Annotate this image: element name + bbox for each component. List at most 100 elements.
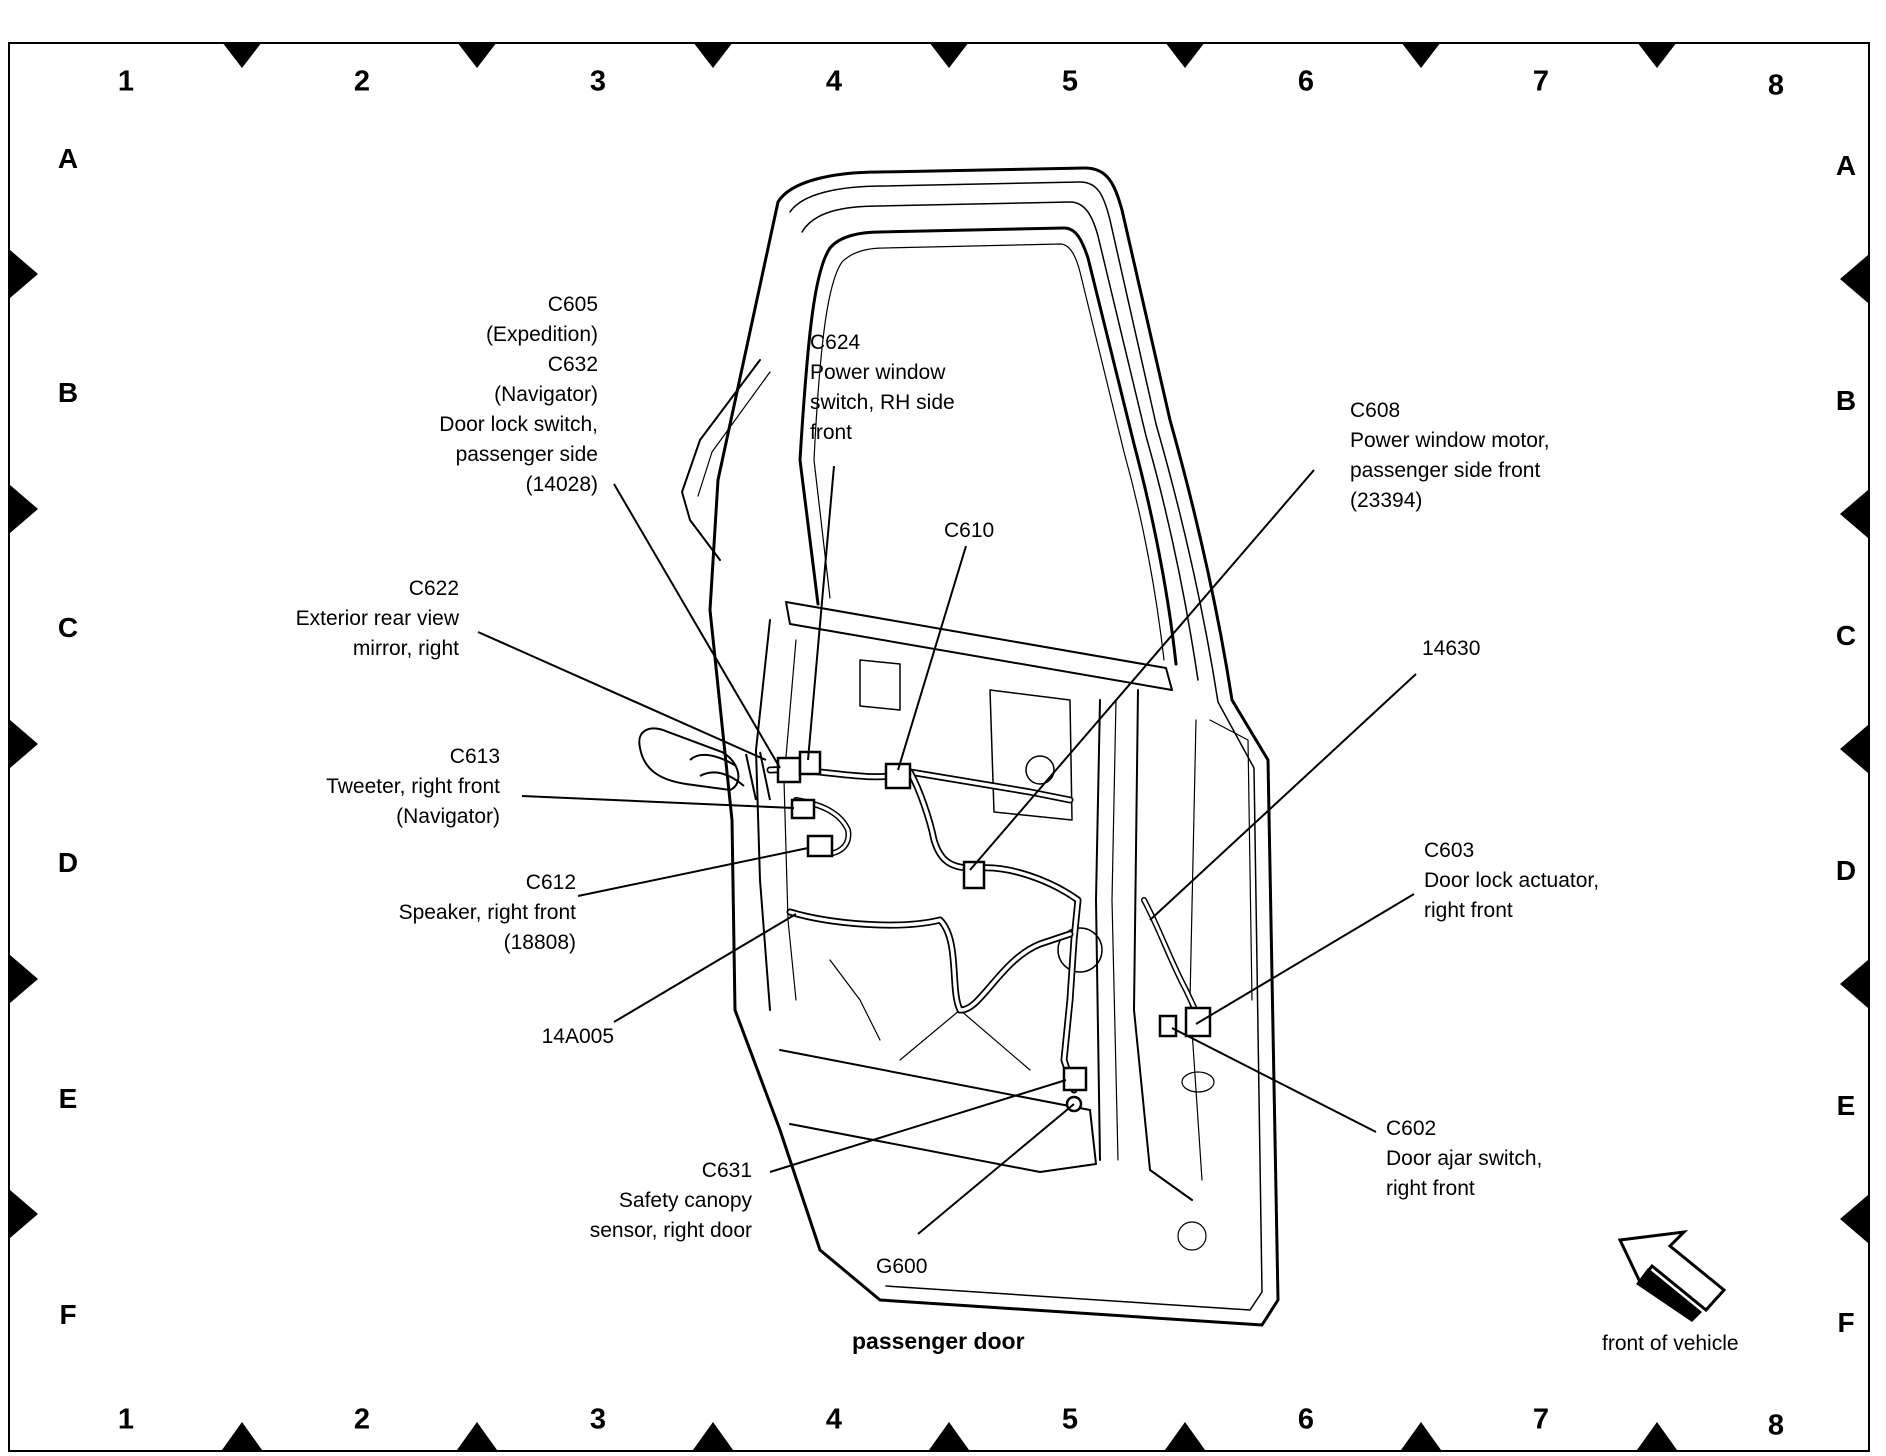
zone-marker-right-4	[1840, 960, 1868, 1008]
speaker-cutout	[1057, 927, 1103, 973]
zone-marker-top-4	[929, 42, 969, 68]
callout-c602-desc-1: Door ajar switch,	[1386, 1147, 1543, 1170]
zone-marker-bottom-5	[1165, 1422, 1205, 1450]
connector-c624	[798, 750, 822, 776]
zone-marker-top-6	[1401, 42, 1441, 68]
callout-c613-desc-1: Tweeter, right front	[326, 775, 500, 798]
callout-c605: C605 (Expedition) C632 (Navigator) Door …	[439, 290, 598, 500]
connector-c608	[962, 860, 986, 890]
latch-panel-inner	[1189, 719, 1203, 1181]
callout-c602: C602 Door ajar switch, right front	[1386, 1114, 1542, 1204]
drain-hole	[1177, 1221, 1207, 1251]
access-hole-upper	[859, 659, 901, 711]
connectors	[776, 750, 1212, 1113]
callout-c610: C610	[944, 516, 994, 546]
callout-c610-id: C610	[944, 519, 995, 542]
callout-c631-desc-2: sensor, right door	[589, 1219, 752, 1242]
door-outer-edge-inner	[789, 181, 1263, 1311]
callout-g600-id: G600	[876, 1255, 928, 1278]
callout-c603: C603 Door lock actuator, right front	[1424, 836, 1599, 926]
leader-c631	[769, 1079, 1067, 1173]
grid-row-b: B	[57, 377, 79, 408]
mirror-housing	[638, 727, 740, 792]
callout-14a005-id: 14A005	[541, 1025, 614, 1048]
callout-c622-id: C622	[408, 577, 459, 600]
connector-c613	[790, 798, 816, 820]
connector-c612	[806, 834, 834, 858]
lower-stamping-2	[829, 959, 881, 1041]
callout-c613-model: (Navigator)	[396, 805, 500, 828]
lower-stamping	[899, 1009, 1031, 1071]
harness-motor-branch	[906, 768, 1082, 1094]
grid-row-f: F	[59, 1299, 77, 1330]
grid-col-5-bottom: 5	[1061, 1403, 1079, 1436]
callout-14630-id: 14630	[1422, 637, 1481, 660]
grid-row-b-right: B	[1835, 385, 1857, 416]
zone-marker-left-2	[10, 485, 38, 533]
leader-c612	[577, 847, 809, 897]
hinge-pillar-line	[783, 639, 797, 1001]
leader-c602	[1171, 1027, 1377, 1133]
grid-col-4: 4	[825, 65, 843, 98]
grid-col-8-bottom: 8	[1767, 1409, 1785, 1442]
callout-c613: C613 Tweeter, right front (Navigator)	[326, 742, 500, 832]
zone-marker-bottom-3	[693, 1422, 733, 1450]
mirror-harness-coil	[689, 753, 745, 787]
connector-c602	[1158, 1014, 1178, 1038]
callout-c612-desc-1: Speaker, right front	[398, 901, 576, 924]
callout-c602-desc-2: right front	[1386, 1177, 1475, 1200]
zone-marker-left-1	[10, 250, 38, 298]
callout-c605-desc-2: passenger side	[455, 443, 598, 466]
callout-g600: G600	[876, 1252, 927, 1282]
callout-c613-id: C613	[449, 745, 500, 768]
callout-c608: C608 Power window motor, passenger side …	[1350, 396, 1550, 516]
callout-14630: 14630	[1422, 634, 1480, 664]
callout-c624-desc-2: switch, RH side	[810, 391, 955, 414]
zone-marker-right-5	[1840, 1195, 1868, 1243]
grid-col-5: 5	[1061, 65, 1079, 98]
callout-c612-part: (18808)	[503, 931, 576, 954]
harness-lower-branch	[786, 908, 1074, 1014]
callout-c631: C631 Safety canopy sensor, right door	[590, 1156, 752, 1246]
grid-col-1-bottom: 1	[117, 1403, 135, 1436]
zone-marker-left-3	[10, 720, 38, 768]
mirror-sail-inner	[697, 371, 771, 497]
door-outer-edge	[708, 166, 1280, 1327]
zone-marker-top-7	[1637, 42, 1677, 68]
callout-c608-desc-2: passenger side front	[1350, 459, 1541, 482]
grid-col-4-bottom: 4	[825, 1403, 843, 1436]
leader-g600	[917, 1103, 1075, 1235]
callout-c624-desc-1: Power window	[810, 361, 946, 384]
callout-c605-desc-1: Door lock switch,	[439, 413, 598, 436]
callout-c631-id: C631	[701, 1159, 752, 1182]
grid-col-7: 7	[1532, 65, 1550, 98]
window-track-rear	[1095, 699, 1101, 1161]
callout-c622-desc-2: mirror, right	[352, 637, 459, 660]
latch-hole	[1181, 1071, 1215, 1093]
regulator-plate	[989, 689, 1073, 821]
grid-col-3-bottom: 3	[589, 1403, 607, 1436]
callout-c608-id: C608	[1350, 399, 1401, 422]
window-track-rear-inner	[1111, 699, 1119, 1161]
grid-row-a-right: A	[1835, 150, 1857, 181]
leader-14630	[1149, 673, 1417, 921]
callout-c622-desc-1: Exterior rear view	[295, 607, 459, 630]
leader-c610	[897, 545, 967, 771]
grid-zone-markers	[10, 42, 1868, 1450]
callout-c605-id: C605	[547, 293, 598, 316]
zone-marker-top-1	[222, 42, 262, 68]
harness-latch-branch-core	[1142, 898, 1202, 1022]
leader-lines	[477, 465, 1417, 1235]
grid-row-c: C	[57, 612, 79, 643]
zone-marker-bottom-1	[222, 1422, 262, 1450]
leader-c624	[807, 465, 835, 761]
leader-c622	[477, 631, 767, 761]
callout-c622: C622 Exterior rear view mirror, right	[296, 574, 459, 664]
hinge-pillar-inner	[755, 619, 771, 1011]
leader-c608	[969, 469, 1315, 871]
belt-reinforcement	[785, 601, 1173, 691]
mirror-sail	[681, 359, 761, 561]
callout-c631-desc-1: Safety canopy	[618, 1189, 752, 1212]
callout-c624-desc-3: front	[810, 421, 853, 444]
